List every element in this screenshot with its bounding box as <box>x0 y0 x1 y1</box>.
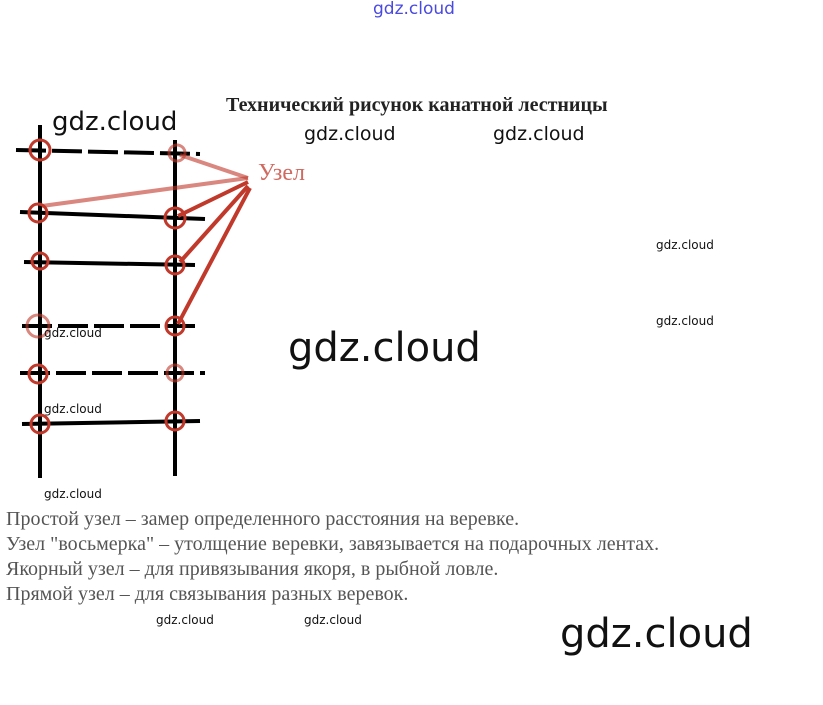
description-line: Якорный узел – для привязывания якоря, в… <box>6 558 499 580</box>
watermark: gdz.cloud <box>560 611 753 657</box>
watermark: gdz.cloud <box>44 487 102 501</box>
watermark: gdz.cloud <box>656 238 714 252</box>
watermark: gdz.cloud <box>288 325 481 371</box>
description-line: Узел "восьмерка" – утолщение веревки, за… <box>6 533 660 555</box>
rung <box>19 210 206 221</box>
watermark: gdz.cloud <box>44 326 102 340</box>
watermark[interactable]: gdz.cloud <box>373 0 455 19</box>
knot-icon <box>165 363 185 383</box>
rung <box>15 148 201 156</box>
knot-icon <box>164 315 186 337</box>
knot-icon <box>167 143 187 163</box>
watermark: gdz.cloud <box>52 107 178 137</box>
watermark: gdz.cloud <box>304 123 396 145</box>
watermark: gdz.cloud <box>493 123 585 145</box>
knot-icon <box>28 138 52 162</box>
rung <box>23 260 196 267</box>
watermark: gdz.cloud <box>304 613 362 627</box>
knot-icon <box>164 410 186 432</box>
knot-icon <box>164 254 186 276</box>
knot-icon <box>163 206 187 230</box>
knot-icon <box>27 363 49 385</box>
knot-markers <box>25 138 187 435</box>
rope-ladder-diagram: Узел <box>15 125 305 478</box>
watermark: gdz.cloud <box>156 613 214 627</box>
knot-label: Узел <box>258 160 305 186</box>
watermark: gdz.cloud <box>656 314 714 328</box>
watermark: gdz.cloud <box>44 402 102 416</box>
knot-icon <box>29 413 51 435</box>
knot-icon <box>27 202 49 224</box>
description-line: Прямой узел – для связывания разных вере… <box>6 583 409 605</box>
knot-pointers <box>41 153 252 325</box>
knot-icon <box>30 251 50 271</box>
rung <box>21 419 201 426</box>
ladder-ropes <box>15 125 206 478</box>
knot-descriptions: Простой узел – замер определенного расст… <box>6 507 659 607</box>
description-line: Простой узел – замер определенного расст… <box>6 508 520 530</box>
knot-icon <box>25 313 51 339</box>
page-title: Технический рисунок канатной лестницы <box>226 94 608 116</box>
